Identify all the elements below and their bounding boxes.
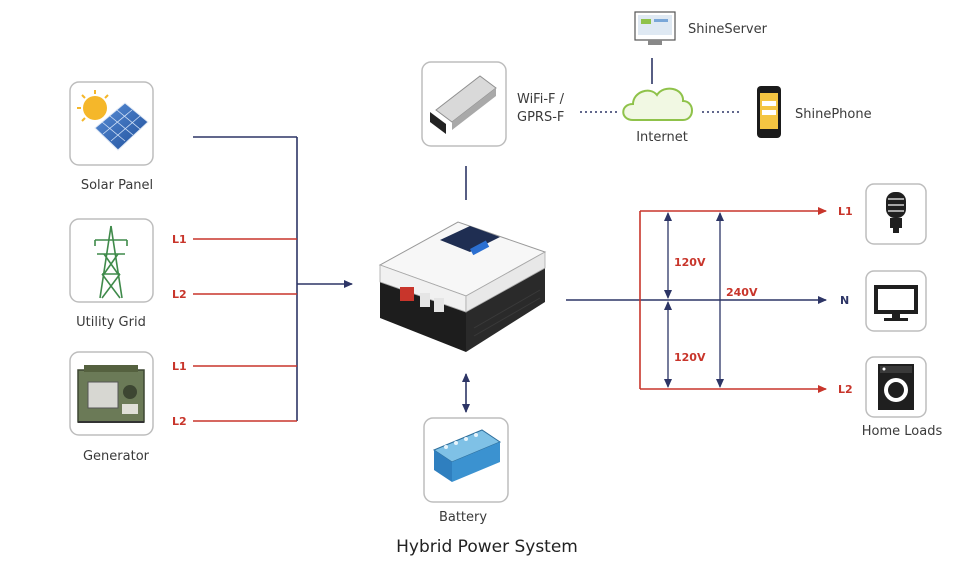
transmission-tower-icon: [94, 225, 128, 299]
grid-l2-label: L2: [172, 288, 187, 301]
washing-machine-icon: [878, 364, 914, 410]
battery-label: Battery: [439, 510, 487, 525]
utility-grid-box: [69, 218, 154, 303]
shinephone-label: ShinePhone: [795, 107, 872, 122]
gen-l1-label: L1: [172, 360, 187, 373]
lightbulb-icon: [886, 192, 906, 233]
wifi-label-line2: GPRS-F: [517, 110, 564, 125]
lower-voltage-label: 120V: [674, 351, 706, 364]
cloud-icon: [622, 87, 693, 121]
solar-panel-box: [69, 81, 154, 166]
solar-panel-icon: [77, 90, 149, 151]
television-icon: [874, 285, 918, 321]
generator-label: Generator: [83, 449, 150, 464]
diagram-caption: Hybrid Power System: [396, 537, 578, 557]
monitor-icon: [634, 11, 676, 45]
generator-box: [69, 351, 154, 436]
output-l1-label: L1: [838, 205, 853, 218]
washing-machine-box: [865, 356, 927, 418]
output-wiring: [566, 207, 827, 393]
smartphone-icon: [757, 86, 781, 138]
generator-icon: [77, 365, 145, 423]
home-loads-label: Home Loads: [862, 424, 943, 439]
wifi-dongle-icon: [430, 75, 497, 134]
utility-grid-label: Utility Grid: [76, 315, 146, 330]
battery-box: [423, 417, 509, 503]
wifi-module-box: [421, 61, 507, 147]
input-wiring: [193, 136, 353, 422]
grid-l1-label: L1: [172, 233, 187, 246]
shineserver-label: ShineServer: [688, 22, 768, 37]
television-box: [865, 270, 927, 332]
output-l2-label: L2: [838, 383, 853, 396]
lightbulb-box: [865, 183, 927, 245]
battery-icon: [432, 429, 502, 482]
hybrid-inverter-icon: [378, 221, 547, 352]
solar-panel-label: Solar Panel: [81, 178, 153, 193]
output-n-label: N: [840, 294, 849, 307]
upper-voltage-label: 120V: [674, 256, 706, 269]
gen-l2-label: L2: [172, 415, 187, 428]
wifi-label-line1: WiFi-F /: [517, 92, 565, 107]
internet-label: Internet: [636, 130, 688, 145]
total-voltage-label: 240V: [726, 286, 758, 299]
